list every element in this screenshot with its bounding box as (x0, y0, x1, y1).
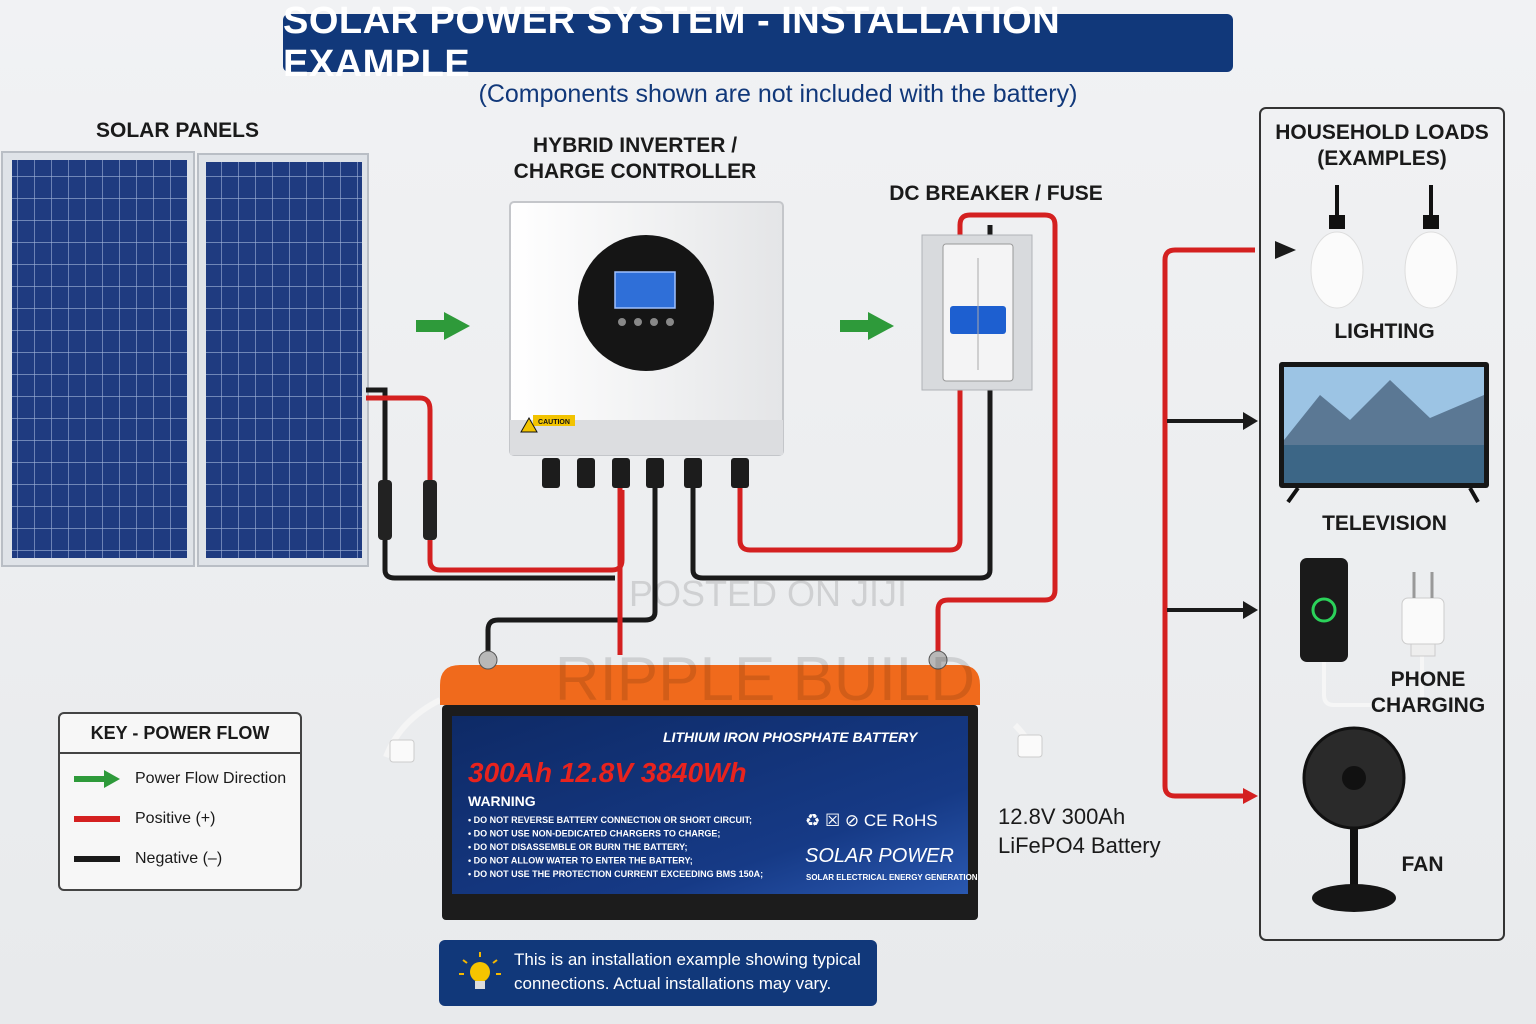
battery-warning-item: • DO NOT ALLOW WATER TO ENTER THE BATTER… (468, 856, 693, 866)
battery-type: LITHIUM IRON PHOSPHATE BATTERY (663, 729, 919, 745)
breaker-positive-wire (737, 380, 963, 553)
household-loads-frame (1259, 107, 1505, 941)
solar-panel-1 (1, 151, 195, 567)
load-bus-positive (1162, 247, 1255, 799)
label-dc-breaker: DC BREAKER / FUSE (889, 182, 1103, 205)
power-flow-key: KEY - POWER FLOW Power Flow Direction Po… (58, 712, 302, 891)
battery-warning-item: • DO NOT REVERSE BATTERY CONNECTION OR S… (468, 815, 752, 825)
installation-note-text: This is an installation example showing … (514, 948, 869, 996)
caution-label: CAUTION (538, 419, 570, 426)
load-feed-phone (1167, 601, 1258, 619)
dc-breaker (921, 234, 1033, 391)
load-feed-television (1167, 412, 1258, 430)
key-title: KEY - POWER FLOW (60, 714, 300, 754)
label-television: TELEVISION (1322, 512, 1447, 535)
key-row-flow: Power Flow Direction (74, 764, 286, 794)
battery-brand: SOLAR POWER (805, 845, 954, 867)
battery: LITHIUM IRON PHOSPHATE BATTERY 300Ah 12.… (383, 650, 1043, 920)
breaker-negative-wire (690, 380, 993, 581)
battery-spec: 300Ah 12.8V 3840Wh (468, 757, 747, 788)
television-icon (1279, 362, 1489, 504)
label-household-loads: HOUSEHOLD LOADS (EXAMPLES) (1262, 120, 1502, 172)
label-inverter-line2: CHARGE CONTROLLER (513, 160, 757, 183)
label-solar-panels: SOLAR PANELS (96, 119, 259, 142)
battery-warning-title: WARNING (468, 793, 536, 809)
label-phone-line1: PHONE (1390, 668, 1466, 691)
battery-negative-wire (485, 488, 658, 655)
label-household-loads-line1: HOUSEHOLD LOADS (1275, 121, 1489, 144)
solar-panel-2 (197, 153, 369, 567)
charger-icon (1401, 572, 1445, 657)
battery-warning-item: • DO NOT DISASSEMBLE OR BURN THE BATTERY… (468, 842, 688, 852)
label-phone-charging: PHONE CHARGING (1368, 667, 1488, 719)
label-battery-side: 12.8V 300Ah LiFePO4 Battery (998, 802, 1178, 860)
battery-brand-tagline: SOLAR ELECTRICAL ENERGY GENERATION (806, 873, 978, 882)
lightbulb-icon-2 (1404, 185, 1458, 309)
battery-warning-item: • DO NOT USE THE PROTECTION CURRENT EXCE… (468, 869, 763, 879)
key-row-positive: Positive (+) (74, 804, 215, 834)
label-battery-side-line1: 12.8V 300Ah (998, 804, 1126, 829)
mc4-connector-1 (378, 480, 392, 540)
panel-negative-wire (366, 387, 615, 581)
green-arrow-icon (74, 770, 120, 788)
page-subtitle: (Components shown are not included with … (478, 80, 1078, 108)
battery-certs: ♻ ☒ ⊘ CE RoHS (805, 811, 938, 830)
lightbulb-tip-icon (459, 952, 501, 989)
installation-note-line2: connections. Actual installations may va… (514, 974, 832, 993)
label-lighting: LIGHTING (1334, 320, 1435, 343)
watermark-jiji: POSTED ON JIJI (629, 573, 907, 614)
label-household-loads-line2: (EXAMPLES) (1317, 147, 1447, 170)
installation-note: This is an installation example showing … (439, 940, 877, 1006)
label-phone-line2: CHARGING (1370, 694, 1486, 717)
flow-arrow-panels-to-inverter (416, 312, 470, 340)
hybrid-inverter: CAUTION (509, 201, 784, 488)
battery-feed-wire (935, 212, 1058, 655)
flow-arrow-inverter-to-breaker (840, 312, 894, 340)
label-battery-side-line2: LiFePO4 Battery (998, 833, 1161, 858)
battery-warning-list: • DO NOT REVERSE BATTERY CONNECTION OR S… (468, 815, 763, 879)
label-fan: FAN (1401, 853, 1444, 876)
battery-warning-item: • DO NOT USE NON-DEDICATED CHARGERS TO C… (468, 829, 720, 839)
label-inverter-line1: HYBRID INVERTER / (532, 134, 738, 157)
smartphone-icon (1300, 558, 1424, 707)
key-label-positive: Positive (+) (135, 810, 216, 827)
mc4-connector-2 (423, 480, 437, 540)
watermark-ripple-build: RIPPLE BUILD (555, 645, 975, 714)
key-label-flow: Power Flow Direction (135, 770, 287, 787)
installation-note-line1: This is an installation example showing … (514, 950, 861, 969)
black-line-icon (74, 856, 120, 862)
fan-icon (1302, 726, 1406, 912)
lightbulb-icon-1 (1310, 185, 1364, 309)
key-row-negative: Negative (–) (74, 844, 222, 874)
label-inverter: HYBRID INVERTER / CHARGE CONTROLLER (510, 133, 760, 185)
red-line-icon (74, 816, 120, 822)
key-label-negative: Negative (–) (135, 850, 223, 867)
